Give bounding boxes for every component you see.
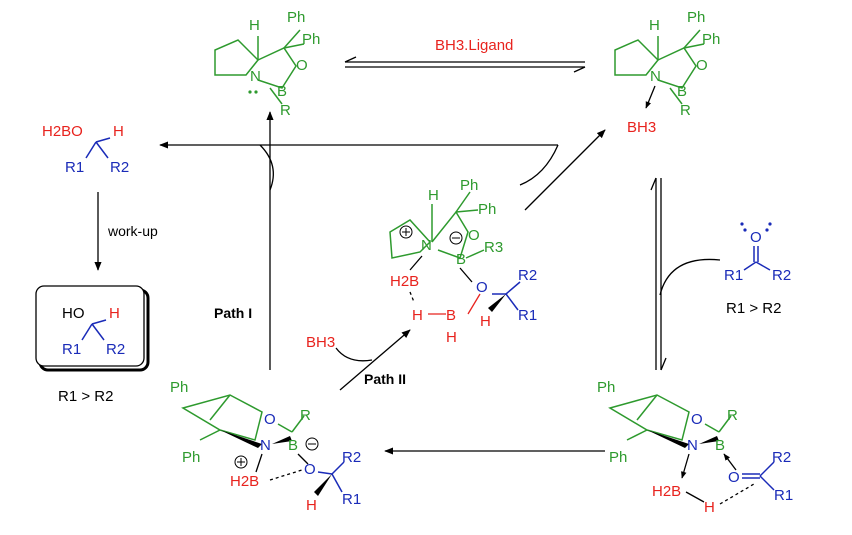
equilibrium-arrow-top [344, 56, 586, 73]
atom-r1: R1 [62, 341, 81, 358]
atom-h: H [249, 17, 260, 34]
atom-o: O [264, 411, 276, 428]
bh3-reagent: BH3 [306, 334, 335, 351]
atom-r1: R1 [65, 159, 84, 176]
path-2-bis-borane-complex: H Ph Ph N O B R3 H2B H B H O H R2 [389, 177, 537, 346]
atom-ph: Ph [302, 31, 320, 48]
atom-ph: Ph [702, 31, 720, 48]
atom-r1: R1 [518, 307, 537, 324]
regeneration-arrow [524, 129, 606, 211]
path-2-arrow [339, 329, 411, 391]
atom-r: R [680, 102, 691, 119]
atom-ph: Ph [687, 9, 705, 26]
atom-ph: Ph [609, 449, 627, 466]
atom-h: H [428, 187, 439, 204]
atom-ph: Ph [460, 177, 478, 194]
atom-n: N [260, 437, 271, 454]
oxazaborolidine-catalyst [214, 29, 305, 105]
atom-h: H [306, 497, 317, 514]
atom-r2: R2 [772, 449, 791, 466]
bh3-entry-curve [335, 347, 373, 362]
atom-n: N [650, 68, 661, 85]
atom-ph: Ph [170, 379, 188, 396]
atom-h2bo: H2BO [42, 123, 83, 140]
atom-b: B [677, 83, 687, 100]
atom-h: H [412, 307, 423, 324]
selectivity-condition-right: R1 > R2 [726, 300, 781, 317]
bh3-ligand-label: BH3.Ligand [435, 37, 513, 54]
positive-charge-icon [234, 455, 248, 469]
ketone-coordinated-complex: Ph Ph O N B R H2B H O R2 R1 [597, 379, 793, 516]
atom-r2: R2 [518, 267, 537, 284]
wedge-bond [488, 294, 506, 312]
negative-charge-icon [305, 437, 319, 451]
atom-o: O [750, 229, 762, 246]
chiral-alcohol-product: HO H R1 R2 [35, 285, 150, 372]
positive-charge-icon [399, 225, 413, 239]
atom-o: O [696, 57, 708, 74]
atom-o: O [304, 461, 316, 478]
atom-r3: R3 [484, 239, 503, 256]
atom-ho: HO [62, 305, 85, 322]
atom-r2: R2 [342, 449, 361, 466]
atom-r: R [300, 407, 311, 424]
equilibrium-arrow-right [650, 177, 667, 371]
atom-h: H [649, 17, 660, 34]
atom-o: O [468, 227, 480, 244]
atom-r: R [727, 407, 738, 424]
atom-r2: R2 [110, 159, 129, 176]
catalyst-bh3-complex [614, 29, 705, 105]
curved-branch [519, 144, 559, 186]
atom-h2b: H2B [390, 273, 419, 290]
path-2-label: Path II [364, 371, 406, 387]
atom-o: O [728, 469, 740, 486]
atom-r: R [280, 102, 291, 119]
negative-charge-icon [449, 231, 463, 245]
atom-ph: Ph [287, 9, 305, 26]
atom-o: O [296, 57, 308, 74]
path-1-label: Path I [214, 305, 252, 321]
atom-o: O [476, 279, 488, 296]
atom-ph: Ph [182, 449, 200, 466]
atom-h2: H [446, 329, 457, 346]
atom-b: B [277, 83, 287, 100]
atom-b: B [446, 307, 456, 324]
curved-branch [259, 144, 274, 191]
atom-ph: Ph [597, 379, 615, 396]
atom-b: B [456, 251, 466, 268]
atom-b: B [288, 437, 298, 454]
atom-r2: R2 [106, 341, 125, 358]
prochiral-ketone: O R1 R2 [724, 222, 791, 284]
atom-n: N [687, 437, 698, 454]
atom-r1: R1 [774, 487, 793, 504]
work-up-label: work-up [107, 223, 158, 239]
atom-r1: R1 [342, 491, 361, 508]
atom-b: B [715, 437, 725, 454]
atom-h2b: H2B [230, 473, 259, 490]
lone-pair-dot [248, 90, 252, 94]
selectivity-condition-left: R1 > R2 [58, 388, 113, 405]
atom-n: N [421, 237, 432, 254]
alkoxyborane-product: H2BO H R1 R2 [42, 123, 129, 176]
atom-h2b: H2B [652, 483, 681, 500]
dative-bond-arrow [645, 85, 656, 109]
atom-h: H [109, 305, 120, 322]
atom-h: H [113, 123, 124, 140]
atom-r1: R1 [724, 267, 743, 284]
atom-ph: Ph [478, 201, 496, 218]
atom-o: O [691, 411, 703, 428]
atom-h: H [480, 313, 491, 330]
post-hydride-transfer-complex: Ph Ph O N B R H2B O H R2 R1 [170, 379, 361, 514]
lone-pair-dot [254, 90, 258, 94]
ketone-entry-curve [659, 258, 721, 296]
atom-n: N [250, 68, 261, 85]
atom-h: H [704, 499, 715, 516]
bh3-adduct: BH3 [627, 119, 656, 136]
atom-r2: R2 [772, 267, 791, 284]
